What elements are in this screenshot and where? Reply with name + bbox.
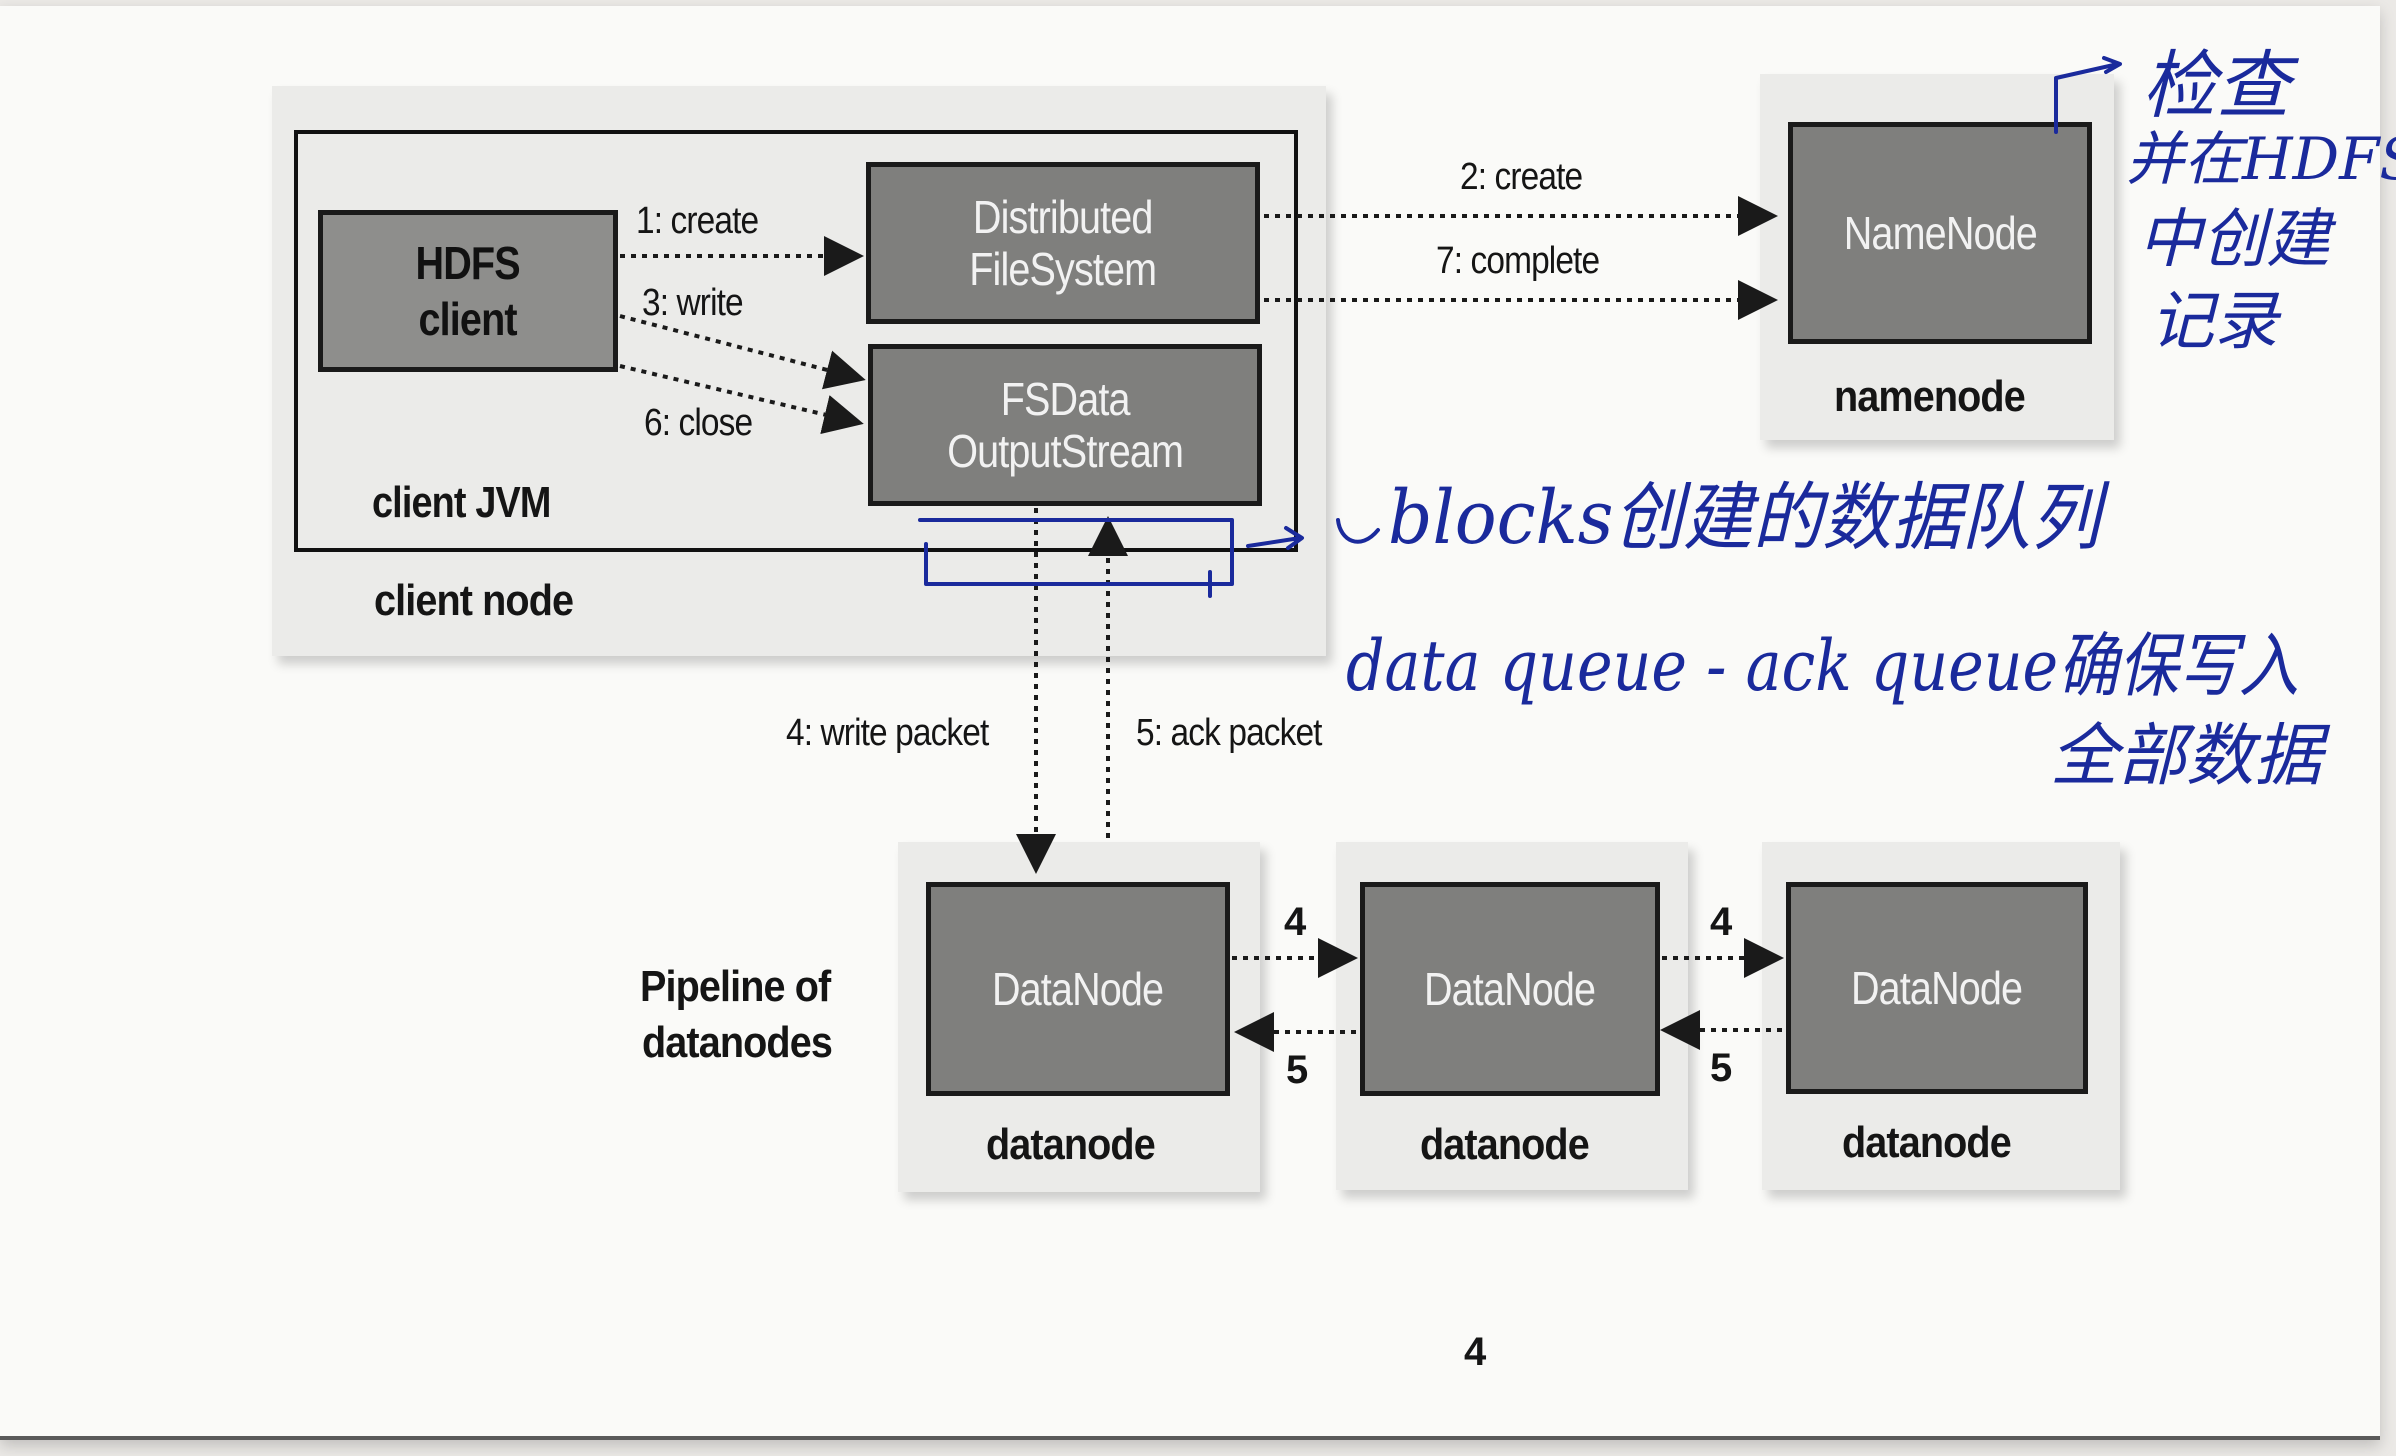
handwritten-queue-note: data queue - ack queue确保写入 — [1346, 625, 2299, 707]
handwritten-namenode-note-3: 中创建 — [2138, 203, 2330, 277]
client-jvm-label: client JVM — [372, 478, 551, 527]
distributed-filesystem-box: Distributed FileSystem — [866, 162, 1260, 324]
create-2-label: 2: create — [1460, 156, 1583, 198]
client-node-label: client node — [374, 576, 574, 625]
hand-blocks-marker — [1336, 518, 1380, 544]
fsdata-line2: OutputStream — [947, 425, 1184, 477]
datanode-box-1-text: DataNode — [992, 963, 1164, 1015]
pipe-write-label-a: 4 — [1284, 900, 1306, 944]
hand-bracket-stroke — [918, 518, 1234, 586]
datanode-box-3-text: DataNode — [1851, 962, 2023, 1014]
fsdata-outputstream-box: FSData OutputStream — [868, 344, 1262, 506]
distributed-fs-line2: FileSystem — [969, 243, 1157, 295]
hdfs-client-line2: client — [418, 293, 518, 345]
datanode-box-1: DataNode — [926, 882, 1230, 1096]
datanode-label-2: datanode — [1420, 1120, 1590, 1169]
namenode-box-text: NameNode — [1843, 207, 2037, 259]
datanode-label-1: datanode — [986, 1120, 1156, 1169]
handwritten-blocks-note: blocks创建的数据队列 — [1388, 475, 2101, 561]
pipe-ack-label-b: 5 — [1710, 1046, 1732, 1090]
hdfs-client-line1: HDFS — [415, 237, 521, 289]
create-1-label: 1: create — [636, 200, 759, 242]
arrow-write-3 — [619, 314, 866, 390]
hand-namenode-hook — [2054, 56, 2122, 134]
datanode-box-2-text: DataNode — [1424, 963, 1596, 1015]
complete-7-label: 7: complete — [1436, 240, 1600, 282]
distributed-fs-line1: Distributed — [973, 191, 1153, 243]
datanode-label-3: datanode — [1842, 1118, 2012, 1167]
namenode-label: namenode — [1834, 372, 2026, 421]
hand-arrow-to-blocks — [1246, 526, 1304, 550]
pipe-ack-label-a: 5 — [1286, 1048, 1308, 1092]
hdfs-client-box: HDFS client — [318, 210, 618, 372]
handwritten-namenode-note-2: 并在HDFS — [2126, 125, 2396, 193]
pipe-write-label-b: 4 — [1710, 900, 1732, 944]
pipeline-label-line1: Pipeline of — [640, 962, 831, 1011]
handwritten-queue-note-2: 全部数据 — [2050, 717, 2323, 796]
datanode-box-3: DataNode — [1786, 882, 2088, 1094]
figure-number: 4 — [1464, 1330, 1486, 1374]
datanode-box-2: DataNode — [1360, 882, 1660, 1096]
namenode-box: NameNode — [1788, 122, 2092, 344]
client-jvm-frame — [294, 130, 1298, 552]
arrow-close-6 — [619, 364, 864, 435]
fsdata-line1: FSData — [1000, 373, 1131, 425]
pipeline-label-line2: datanodes — [642, 1018, 833, 1067]
write-3-label: 3: write — [642, 282, 744, 324]
close-6-label: 6: close — [644, 402, 753, 444]
ack-packet-5-label: 5: ack packet — [1136, 712, 1322, 754]
handwritten-namenode-note-1: 检查 — [2142, 43, 2290, 129]
write-packet-4-label: 4: write packet — [786, 712, 989, 754]
handwritten-namenode-note-4: 记录 — [2150, 285, 2278, 359]
